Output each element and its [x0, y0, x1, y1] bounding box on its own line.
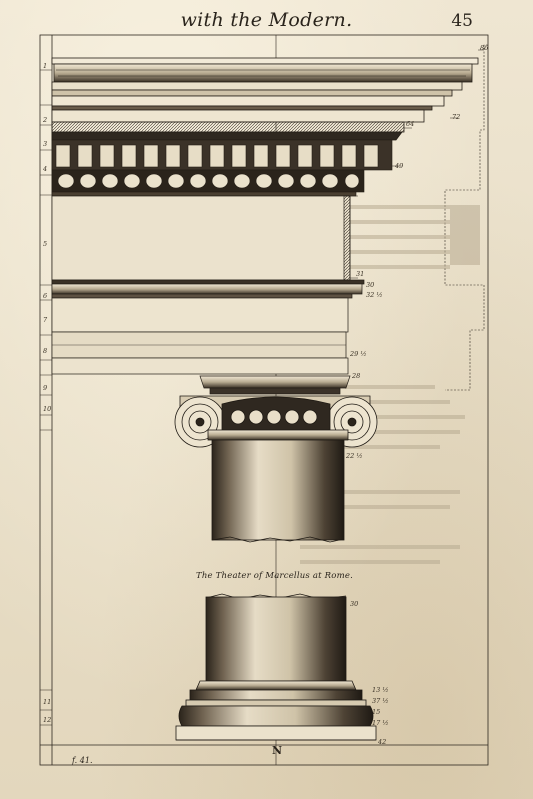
scale-label: 8: [43, 347, 48, 355]
ionic-volutes: [174, 395, 378, 448]
bleed-through-text: [300, 205, 480, 564]
dimension-label: 30: [350, 600, 359, 608]
architrave: [51, 279, 365, 375]
left-scale-ruler: [40, 69, 52, 726]
scale-label: 11: [43, 698, 52, 706]
scale-label: 2: [43, 116, 48, 124]
page-number: 45: [451, 11, 473, 31]
dimension-ticks: [350, 49, 484, 279]
scale-label: 7: [43, 316, 48, 324]
scale-label: 3: [43, 140, 48, 148]
dimension-label: 72: [452, 113, 461, 121]
egg-and-dart-moulding: [51, 169, 365, 197]
cornice: [51, 57, 479, 141]
centre-mark: N: [272, 744, 283, 757]
dimension-label: 32 ½: [366, 291, 383, 299]
column-base: [175, 680, 377, 741]
scale-label: 6: [43, 292, 48, 300]
figure-reference: f. 41.: [72, 756, 93, 765]
dimension-label: 30: [366, 281, 375, 289]
lower-shaft: [205, 593, 347, 682]
dimension-label: 64: [406, 120, 415, 128]
dimension-label: 86: [480, 44, 489, 52]
dimension-label: 42: [378, 738, 387, 746]
upper-shaft: [211, 439, 345, 543]
scale-label: 1: [43, 62, 48, 70]
dimension-label: 13 ½: [372, 686, 389, 694]
capital-abacus: [199, 375, 351, 395]
scale-label: 4: [43, 165, 48, 173]
dimension-label: 28: [352, 372, 361, 380]
scale-label: 9: [43, 384, 48, 392]
scale-label: 10: [43, 405, 52, 413]
scale-label: 12: [43, 716, 52, 724]
dimension-label: 22 ½: [346, 452, 363, 460]
dimension-label: 37 ½: [372, 697, 389, 705]
frieze: [51, 195, 351, 281]
dentil-course: [51, 139, 393, 171]
dimension-label: 31: [356, 270, 365, 278]
dimension-label: 15: [372, 708, 381, 716]
page-header-title: with the Modern.: [180, 9, 353, 31]
plate-caption: The Theater of Marcellus at Rome.: [196, 571, 353, 581]
dimension-label: 29 ½: [350, 350, 367, 358]
dimension-label: 17 ½: [372, 719, 389, 727]
scale-label: 5: [43, 240, 48, 248]
dimension-label: 49: [395, 162, 404, 170]
